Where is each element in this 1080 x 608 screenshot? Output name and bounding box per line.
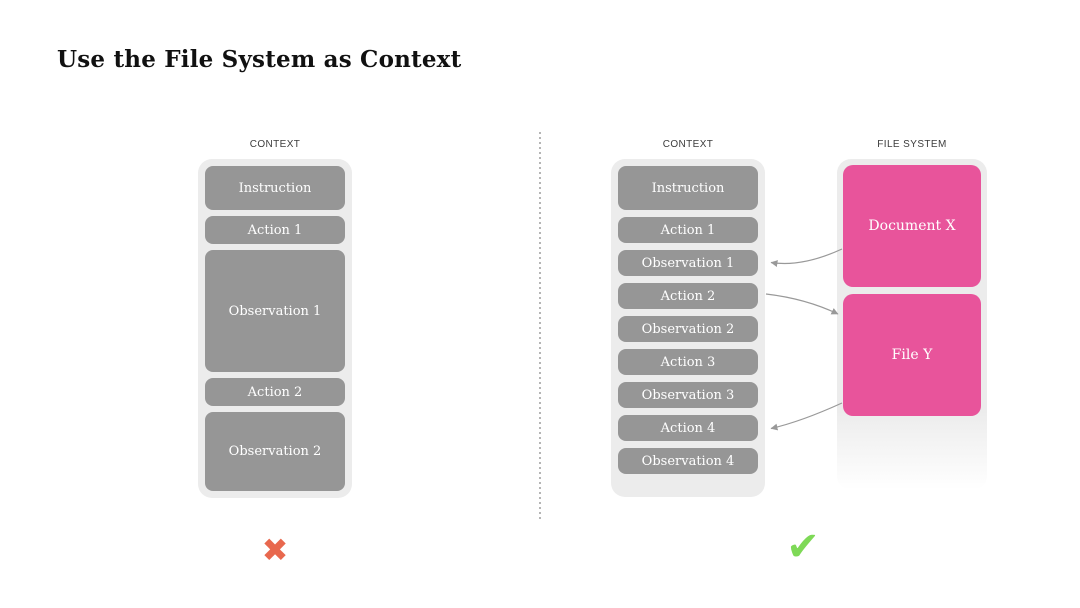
left-context-label: CONTEXT [249,139,301,150]
context-box-action-1: Action 1 [618,217,758,243]
context-box-observation-1: Observation 1 [618,250,758,276]
arrow-file-y-to-action-4 [770,402,843,431]
context-box-action-2: Action 2 [205,378,345,406]
context-box-observation-1: Observation 1 [205,250,345,372]
context-box-action-4: Action 4 [618,415,758,441]
context-box-action-3: Action 3 [618,349,758,375]
context-box-observation-4: Observation 4 [618,448,758,474]
arrow-document-x-to-observation-1 [770,248,843,267]
check-icon: ✔ [786,524,820,570]
right-context-label: CONTEXT [662,139,714,150]
right-context-container: Instruction Action 1 Observation 1 Actio… [611,159,765,497]
file-box-file-y: File Y [843,294,981,416]
vertical-dotted-divider [539,132,541,522]
context-box-observation-2: Observation 2 [618,316,758,342]
left-context-container: Instruction Action 1 Observation 1 Actio… [198,159,352,498]
context-box-instruction: Instruction [205,166,345,210]
file-box-document-x: Document X [843,165,981,287]
file-system-container: Document X File Y [837,159,987,490]
context-box-observation-2: Observation 2 [205,412,345,491]
arrow-action-2-to-file-y [765,293,839,315]
page-title: Use the File System as Context [57,46,462,73]
context-box-action-1: Action 1 [205,216,345,244]
context-box-instruction: Instruction [618,166,758,210]
context-box-observation-3: Observation 3 [618,382,758,408]
cross-icon: ✖ [261,531,289,569]
file-system-label: FILE SYSTEM [877,139,947,150]
context-box-action-2: Action 2 [618,283,758,309]
